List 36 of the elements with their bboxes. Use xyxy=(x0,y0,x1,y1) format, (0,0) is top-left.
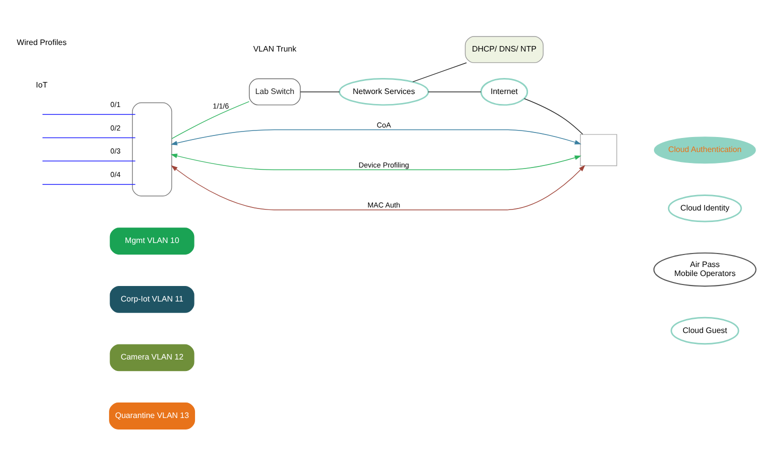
node-box: DHCP/ DNS/ NTP xyxy=(464,36,544,63)
connector xyxy=(428,90,482,92)
node-box xyxy=(580,134,618,166)
node-ellipse: Cloud Authentication xyxy=(654,136,756,164)
legend-label: Mgmt VLAN 10 xyxy=(124,236,180,245)
legend-label: Camera VLAN 12 xyxy=(120,352,184,362)
arrow xyxy=(170,153,582,170)
label: IoT xyxy=(36,80,48,89)
arrow xyxy=(170,128,582,145)
edge-label: 0/4 xyxy=(110,169,121,178)
connector xyxy=(42,183,136,184)
edge-label: 1/1/6 xyxy=(212,101,229,110)
label: VLAN Trunk xyxy=(253,44,296,54)
node-ellipse: Cloud Identity xyxy=(668,194,742,222)
edge-label: 0/3 xyxy=(110,146,121,156)
legend-label: Quarantine VLAN 13 xyxy=(115,410,189,420)
node-ellipse: Network Services xyxy=(338,78,429,106)
node-ellipse: Internet xyxy=(480,78,528,106)
edge-label: 0/2 xyxy=(110,122,121,132)
label: Wired Profiles xyxy=(16,38,67,47)
edge-label: CoA xyxy=(376,120,391,130)
node-box xyxy=(132,102,172,196)
connector xyxy=(412,62,467,82)
connector xyxy=(171,100,250,139)
connector xyxy=(42,160,136,161)
connector xyxy=(42,136,136,138)
node-box: Lab Switch xyxy=(248,78,301,105)
connector xyxy=(300,90,340,92)
node-ellipse: Cloud Guest xyxy=(670,316,740,344)
edge-label: MAC Auth xyxy=(368,200,400,210)
connector xyxy=(524,98,584,134)
node-ellipse: Air Pass Mobile Operators xyxy=(653,252,756,286)
edge-label: 0/1 xyxy=(110,99,121,108)
arrow xyxy=(171,164,586,210)
edge-label: Device Profiling xyxy=(358,160,410,170)
legend-label: Corp-Iot VLAN 11 xyxy=(120,294,184,303)
